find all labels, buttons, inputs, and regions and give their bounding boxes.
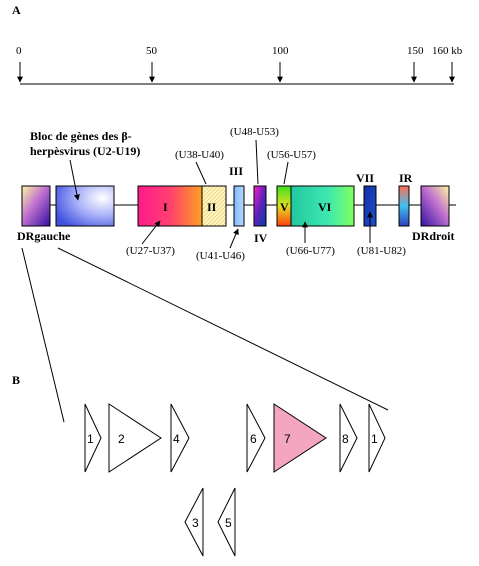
gene-6-label: 6 bbox=[250, 432, 257, 446]
gene-1-repeat bbox=[368, 403, 386, 473]
scale-tick-0: 0 bbox=[16, 45, 22, 57]
label-u81-u82: (U81-U82) bbox=[357, 245, 406, 257]
dr-left-label: DRgauche bbox=[17, 229, 71, 243]
gene-1-repeat-label: 1 bbox=[371, 432, 378, 446]
block-iv bbox=[253, 185, 267, 227]
panel-b-label: B bbox=[12, 373, 20, 387]
block-ir-label: IR bbox=[399, 171, 413, 185]
block-i-label: I bbox=[163, 200, 168, 214]
bloc-label-line2: herpèsvirus (U2-U19) bbox=[30, 144, 140, 158]
block-vi-label: VI bbox=[318, 200, 332, 214]
block-i bbox=[137, 185, 203, 227]
label-u48-u53: (U48-U53) bbox=[230, 126, 279, 138]
gene-7-label: 7 bbox=[284, 432, 291, 446]
block-ii-label: II bbox=[207, 200, 217, 214]
gene-5-label: 5 bbox=[225, 516, 232, 530]
gene-1 bbox=[84, 403, 102, 473]
gene-8 bbox=[339, 403, 358, 473]
gene-3 bbox=[184, 487, 204, 557]
beta-herpes-block bbox=[55, 185, 115, 227]
block-ir bbox=[398, 185, 410, 227]
scale-bar: 0 50 100 150 160 kb bbox=[16, 45, 463, 85]
scale-tick-150: 150 bbox=[407, 45, 424, 57]
block-iii-label: III bbox=[229, 164, 243, 178]
expand-line-left bbox=[21, 247, 65, 423]
dr-left-block bbox=[21, 185, 51, 227]
gene-8-label: 8 bbox=[342, 432, 349, 446]
block-ii bbox=[201, 185, 227, 227]
label-u27-u37: (U27-U37) bbox=[126, 245, 175, 257]
dr-right-block bbox=[420, 185, 450, 227]
panel-a-label: A bbox=[12, 3, 21, 17]
gene-7 bbox=[273, 403, 327, 473]
label-u66-u77: (U66-U77) bbox=[286, 245, 335, 257]
bloc-label-line1: Bloc de gènes des β- bbox=[30, 129, 132, 143]
block-iii bbox=[233, 185, 245, 227]
gene-2 bbox=[108, 403, 162, 473]
label-u56-u57: (U56-U57) bbox=[267, 149, 316, 161]
gene-5 bbox=[217, 487, 236, 557]
scale-end-label: 160 kb bbox=[432, 45, 463, 57]
block-vii-label: VII bbox=[356, 171, 374, 185]
gene-6 bbox=[246, 403, 266, 473]
scale-tick-100: 100 bbox=[272, 45, 289, 57]
dr-right-label: DRdroit bbox=[412, 229, 454, 243]
gene-1-label: 1 bbox=[87, 432, 94, 446]
block-iv-label: IV bbox=[254, 231, 268, 245]
expand-line-right bbox=[57, 247, 389, 411]
label-u38-u40: (U38-U40) bbox=[175, 149, 224, 161]
block-vi bbox=[290, 185, 355, 227]
gene-4-label: 4 bbox=[173, 432, 180, 446]
label-u41-u46: (U41-U46) bbox=[196, 250, 245, 262]
scale-tick-50: 50 bbox=[146, 45, 158, 57]
gene-4 bbox=[170, 403, 190, 473]
gene-3-label: 3 bbox=[192, 516, 199, 530]
block-v-label: V bbox=[280, 200, 289, 214]
gene-2-label: 2 bbox=[118, 432, 125, 446]
